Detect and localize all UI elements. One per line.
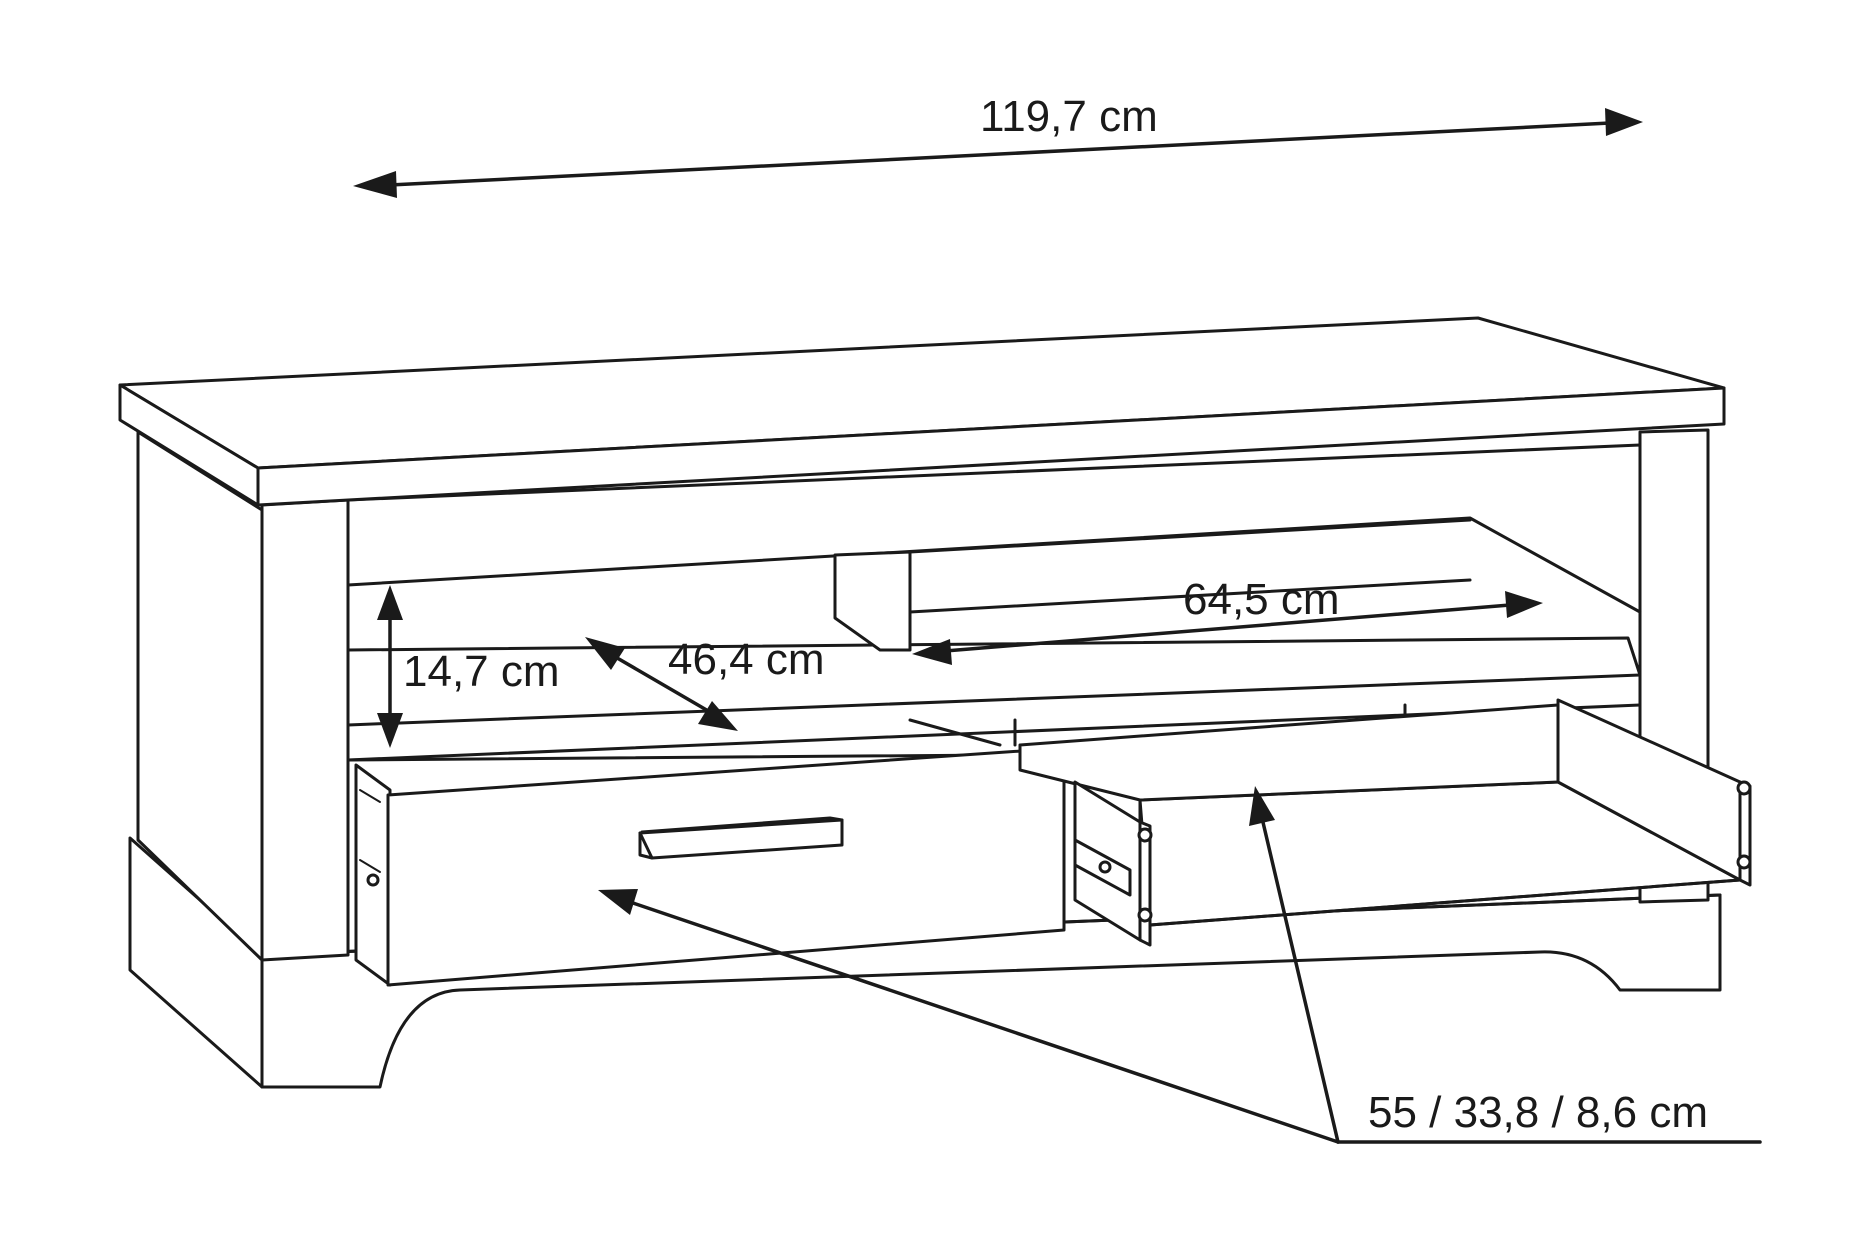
shelf-depth-dimension-line [585, 637, 738, 731]
left-drawer [354, 746, 1066, 987]
drawer-handle [638, 816, 844, 860]
inner-width-label: 64,5 cm [1183, 575, 1340, 624]
inner-width-dimension-line [912, 591, 1543, 665]
shelf-depth-label: 46,4 cm [668, 635, 825, 684]
width-dimension-line [353, 108, 1643, 198]
inner-cavity [346, 443, 1642, 762]
drawer-dimension-label: 55 / 33,8 / 8,6 cm [1368, 1088, 1708, 1137]
drawer-leader-lines [598, 786, 1762, 1144]
top-board [118, 316, 1726, 507]
right-drawer [1018, 698, 1752, 947]
width-label: 119,7 cm [980, 92, 1158, 141]
shelf-height-dimension-line [377, 585, 403, 748]
shelf-height-label: 14,7 cm [403, 647, 560, 696]
tv-bench [118, 316, 1752, 1089]
left-side-panel [136, 430, 350, 962]
dimension-lines [353, 108, 1762, 1144]
